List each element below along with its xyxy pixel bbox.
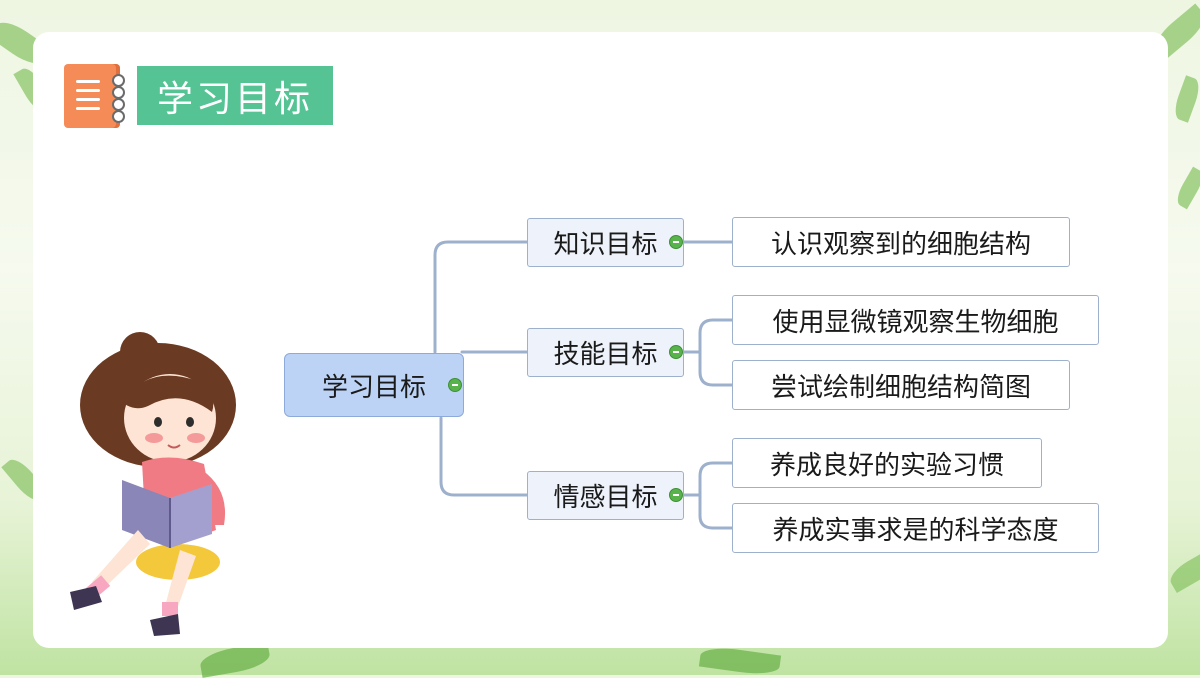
mindmap-root-node[interactable]: 学习目标 — [284, 353, 464, 417]
girl-reading-book-illustration — [70, 332, 236, 636]
connector-emotion-leaf-1 — [682, 461, 735, 497]
leaf-node[interactable]: 养成实事求是的科学态度 — [732, 503, 1099, 553]
collapse-icon[interactable] — [448, 378, 462, 392]
connector-skill-leaf-1 — [682, 318, 735, 354]
leaf-node[interactable]: 养成良好的实验习惯 — [732, 438, 1042, 488]
leaf-node[interactable]: 尝试绘制细胞结构简图 — [732, 360, 1070, 410]
collapse-icon[interactable] — [669, 235, 683, 249]
page-title: 学习目标 — [137, 66, 333, 125]
leaf-node[interactable]: 使用显微镜观察生物细胞 — [732, 295, 1099, 345]
collapse-icon[interactable] — [669, 345, 683, 359]
branch-node-skill[interactable]: 技能目标 — [527, 328, 684, 377]
connector-root-emotion — [439, 416, 530, 497]
branch-node-knowledge[interactable]: 知识目标 — [527, 218, 684, 267]
notebook-icon — [64, 64, 125, 128]
connector-emotion-leaf-2 — [698, 493, 735, 530]
leaf-node[interactable]: 认识观察到的细胞结构 — [732, 217, 1070, 267]
connector-skill-leaf-2 — [698, 350, 735, 387]
collapse-icon[interactable] — [669, 488, 683, 502]
branch-node-emotion[interactable]: 情感目标 — [527, 471, 684, 520]
connector-root-knowledge — [433, 240, 530, 354]
